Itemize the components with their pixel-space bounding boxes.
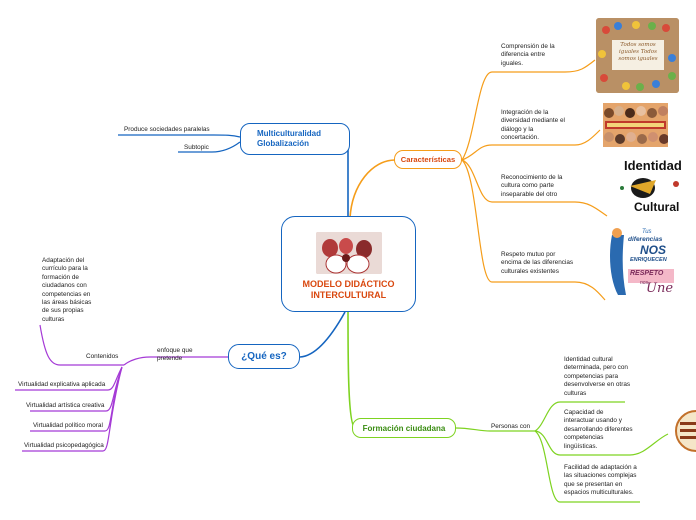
img4-nos-small: nos xyxy=(640,280,649,286)
identidad-text: Identidad xyxy=(624,158,682,173)
cultural-text: Cultural xyxy=(634,200,680,214)
car-item-3[interactable]: Reconocimiento de la cultura como parte … xyxy=(501,174,563,198)
img4-une: Une xyxy=(646,281,674,296)
topic-personas-con[interactable]: Personas con xyxy=(491,423,531,430)
branch-formacion-ciudadana[interactable]: Formación ciudadana xyxy=(352,418,456,438)
branch-caracteristicas[interactable]: Características xyxy=(394,150,462,169)
img4-enriquecen: ENRIQUECEN xyxy=(630,257,667,263)
topic-subtopic[interactable]: Subtopic xyxy=(184,144,209,151)
que-es-label: ¿Qué es? xyxy=(241,351,287,362)
connector-adaptacion xyxy=(39,324,61,366)
connector-virt-4 xyxy=(22,366,123,452)
form-item-1[interactable]: Identidad cultural determinada, pero con… xyxy=(564,356,631,397)
topic-produce-sociedades[interactable]: Produce sociedades paralelas xyxy=(124,126,210,133)
central-topic[interactable]: MODELO DIDÁCTICO INTERCULTURAL xyxy=(281,216,416,312)
car-item-2[interactable]: Integración de la diversidad mediante el… xyxy=(501,109,565,142)
caracteristicas-label: Características xyxy=(400,155,456,164)
connector-form-1 xyxy=(534,401,625,432)
topic-virtualidad-politico[interactable]: Virtualidad político moral xyxy=(33,422,103,429)
connector-form-2 xyxy=(534,430,669,456)
connector-enfoque-contenidos xyxy=(123,356,151,366)
car-item-4[interactable]: Respeto mutuo por encima de las diferenc… xyxy=(501,251,574,275)
connector-subtopic xyxy=(178,141,241,153)
image-identidad-cultural: Identidad Cultural xyxy=(610,148,690,218)
img4-diferencias: diferencias xyxy=(628,236,663,243)
connector-car-2 xyxy=(461,129,601,161)
topic-virtualidad-artistica[interactable]: Virtualidad artística creativa xyxy=(26,402,105,409)
image-1-text: Todos somos iguales Todos somos iguales xyxy=(618,42,658,62)
topic-virtualidad-psicopedagogica[interactable]: Virtualidad psicopedagógica xyxy=(24,442,104,449)
car-item-1[interactable]: Comprensión de la diferencia entre igual… xyxy=(501,43,555,67)
connector-que-es xyxy=(299,311,346,358)
connector-car-4 xyxy=(461,159,606,301)
topic-virtualidad-explicativa[interactable]: Virtualidad explicativa aplicada xyxy=(18,381,106,388)
topic-contenidos[interactable]: Contenidos xyxy=(86,353,119,360)
central-image xyxy=(315,231,382,274)
connector-multiculturalidad xyxy=(347,141,350,218)
image-todos-somos-iguales: Todos somos iguales Todos somos iguales xyxy=(596,18,679,93)
img4-respeto: RESPETO xyxy=(630,270,664,277)
form-item-2[interactable]: Capacidad de interactuar usando y desarr… xyxy=(564,409,633,450)
branch-que-es[interactable]: ¿Qué es? xyxy=(228,344,300,369)
topic-adaptacion-curriculo[interactable]: Adaptación del currículo para la formaci… xyxy=(42,257,92,323)
connector-car-3 xyxy=(461,159,608,217)
image-people-collage xyxy=(603,103,668,147)
formacion-label: Formación ciudadana xyxy=(362,423,446,433)
connector-caracteristicas xyxy=(349,159,396,219)
connector-car-1 xyxy=(461,59,596,161)
img4-tus: Tus xyxy=(642,229,652,235)
image-respeto-nos-une: Tus diferencias NOS ENRIQUECEN RESPETO n… xyxy=(606,225,680,301)
form-item-3[interactable]: Facilidad de adaptación a las situacione… xyxy=(564,464,637,497)
image-badge-partial xyxy=(674,410,696,452)
connector-form-3 xyxy=(534,430,640,503)
multiculturalidad-label: Multiculturalidad xyxy=(257,129,321,138)
globalizacion-label: Globalización xyxy=(257,139,310,148)
topic-enfoque[interactable]: enfoque que pretende xyxy=(157,347,193,363)
central-title: MODELO DIDÁCTICO INTERCULTURAL xyxy=(302,278,395,300)
img4-nos: NOS xyxy=(640,243,667,257)
branch-multiculturalidad[interactable]: Multiculturalidad Globalización xyxy=(240,123,350,155)
connector-formacion xyxy=(347,311,356,429)
connector-produce xyxy=(118,134,241,138)
connector-personas xyxy=(455,427,535,432)
